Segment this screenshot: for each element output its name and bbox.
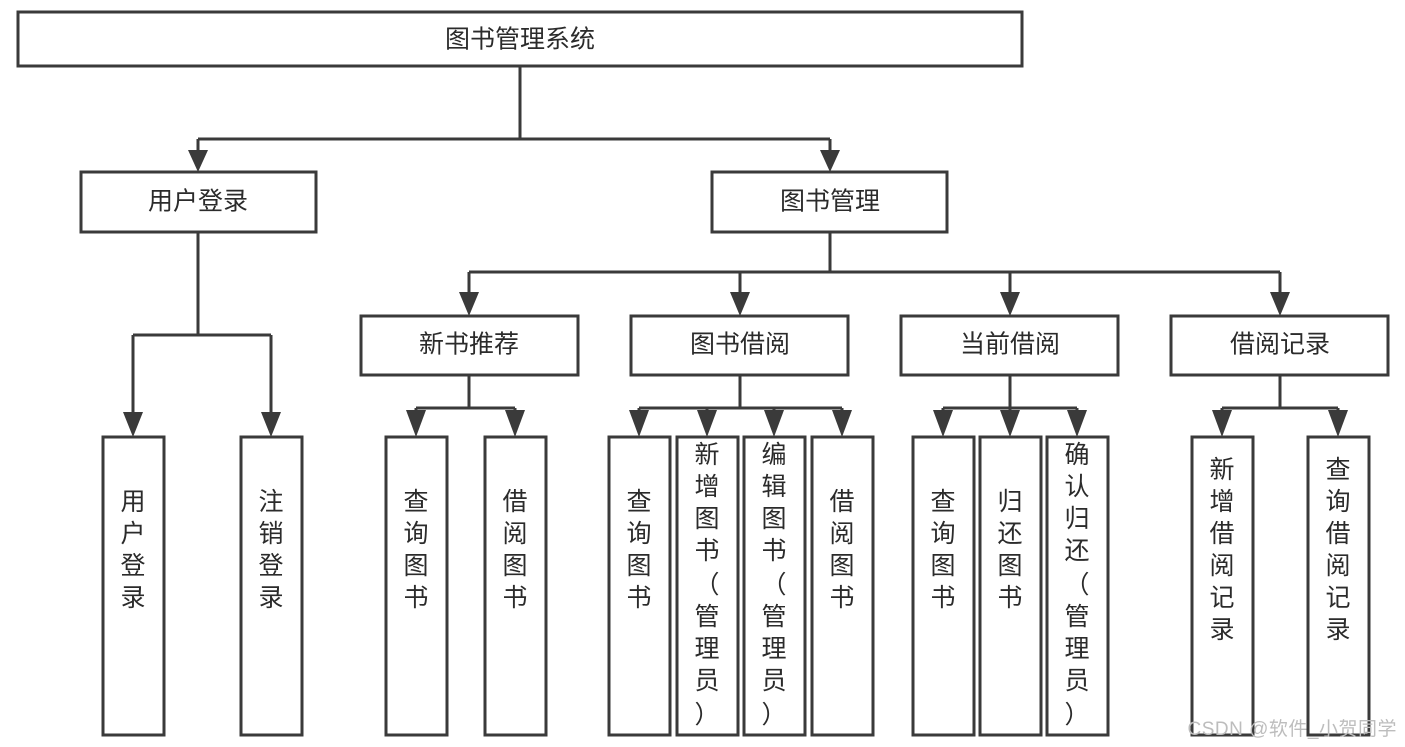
leaf-query-book-3-label: 查询图书 [930,488,955,612]
leaf-query-book-3-box[interactable] [911,435,976,737]
leaf-return-book-label: 归还图书 [997,488,1022,612]
arrowhead-leaf-user-logout [261,412,281,437]
node-new-book-recommend[interactable]: 新书推荐 [359,314,580,377]
leaf-query-record-label: 查询借阅记录 [1325,456,1350,644]
arrowhead-leaf-edit-book [764,410,784,437]
arrowhead-leaf-add-book [697,410,717,437]
current-borrow-box[interactable] [899,314,1120,377]
arrowhead-leaf-return-book [1000,410,1020,437]
node-root-system[interactable]: 图书管理系统 [16,10,1024,68]
current-borrow-label: 当前借阅 [960,331,1060,359]
node-leaf-borrow-book-1[interactable]: 借阅图书 [483,435,548,737]
leaf-add-book-box[interactable] [675,435,740,737]
leaf-user-login-box[interactable] [101,435,166,737]
node-leaf-query-book-3[interactable]: 查询图书 [911,435,976,737]
leaf-borrow-book-1-box[interactable] [483,435,548,737]
leaf-edit-book-label: 编辑图书（管理员） [761,441,786,729]
node-leaf-confirm-return[interactable]: 确认归还（管理员） [1045,435,1110,737]
arrowhead-leaf-query-book-2 [629,410,649,437]
leaf-user-login-label: 用户登录 [120,488,145,612]
arrowhead-leaf-borrow-book-1 [505,410,525,437]
node-borrow-record[interactable]: 借阅记录 [1169,314,1390,377]
node-leaf-borrow-book-2[interactable]: 借阅图书 [810,435,875,737]
arrowhead-leaf-query-book-1 [406,410,426,437]
arrowhead-user-login [188,150,208,172]
arrowhead-current-borrow [1000,292,1020,316]
leaf-confirm-return-label: 确认归还（管理员） [1064,441,1089,729]
leaf-borrow-book-2-label: 借阅图书 [829,488,854,612]
leaf-query-book-1-box[interactable] [384,435,449,737]
connector-layer [123,66,1348,437]
leaf-return-book-box[interactable] [978,435,1043,737]
node-leaf-query-record[interactable]: 查询借阅记录 [1306,435,1371,737]
leaf-borrow-book-1-label: 借阅图书 [502,488,527,612]
book-borrow-label: 图书借阅 [690,331,790,359]
node-leaf-user-logout[interactable]: 注销登录 [239,435,304,737]
arrowhead-borrow-record [1270,292,1290,316]
arrowhead-book-borrow [730,292,750,316]
borrow-record-label: 借阅记录 [1230,331,1330,359]
leaf-add-book-label: 新增图书（管理员） [694,441,719,729]
leaf-user-logout-label: 注销登录 [258,488,283,612]
leaf-user-logout-box[interactable] [239,435,304,737]
node-leaf-query-book-1[interactable]: 查询图书 [384,435,449,737]
user-login-label: 用户登录 [148,188,248,216]
arrowhead-leaf-query-record [1328,410,1348,437]
leaf-edit-book-box[interactable] [742,435,807,737]
root-box[interactable] [16,10,1024,68]
leaf-borrow-book-2-box[interactable] [810,435,875,737]
arrowhead-leaf-confirm-return [1067,410,1087,437]
node-book-borrow[interactable]: 图书借阅 [629,314,850,377]
user-login-box[interactable] [79,170,318,234]
node-leaf-query-book-2[interactable]: 查询图书 [607,435,672,737]
arrowhead-leaf-add-record [1212,410,1232,437]
node-leaf-add-record[interactable]: 新增借阅记录 [1190,435,1255,737]
book-management-box[interactable] [710,170,949,234]
leaf-query-book-2-box[interactable] [607,435,672,737]
arrowhead-leaf-query-book-3 [933,410,953,437]
node-current-borrow[interactable]: 当前借阅 [899,314,1120,377]
root-label: 图书管理系统 [445,26,595,54]
leaf-confirm-return-box[interactable] [1045,435,1110,737]
leaf-query-record-box[interactable] [1306,435,1371,737]
node-leaf-edit-book[interactable]: 编辑图书（管理员） [742,435,807,737]
new-book-recommend-label: 新书推荐 [419,331,519,359]
leaf-query-book-2-label: 查询图书 [626,488,651,612]
leaf-query-book-1-label: 查询图书 [403,488,428,612]
arrowhead-book-management [820,150,840,172]
node-user-login[interactable]: 用户登录 [79,170,318,234]
arrowhead-leaf-user-login [123,412,143,437]
new-book-recommend-box[interactable] [359,314,580,377]
arrowhead-leaf-borrow-book-2 [832,410,852,437]
node-book-management[interactable]: 图书管理 [710,170,949,234]
arrowhead-new-book-recommend [459,292,479,316]
leaf-add-record-box[interactable] [1190,435,1255,737]
borrow-record-box[interactable] [1169,314,1390,377]
leaf-add-record-label: 新增借阅记录 [1209,456,1234,644]
node-leaf-return-book[interactable]: 归还图书 [978,435,1043,737]
node-leaf-user-login[interactable]: 用户登录 [101,435,166,737]
book-management-label: 图书管理 [780,188,880,216]
book-borrow-box[interactable] [629,314,850,377]
node-leaf-add-book[interactable]: 新增图书（管理员） [675,435,740,737]
